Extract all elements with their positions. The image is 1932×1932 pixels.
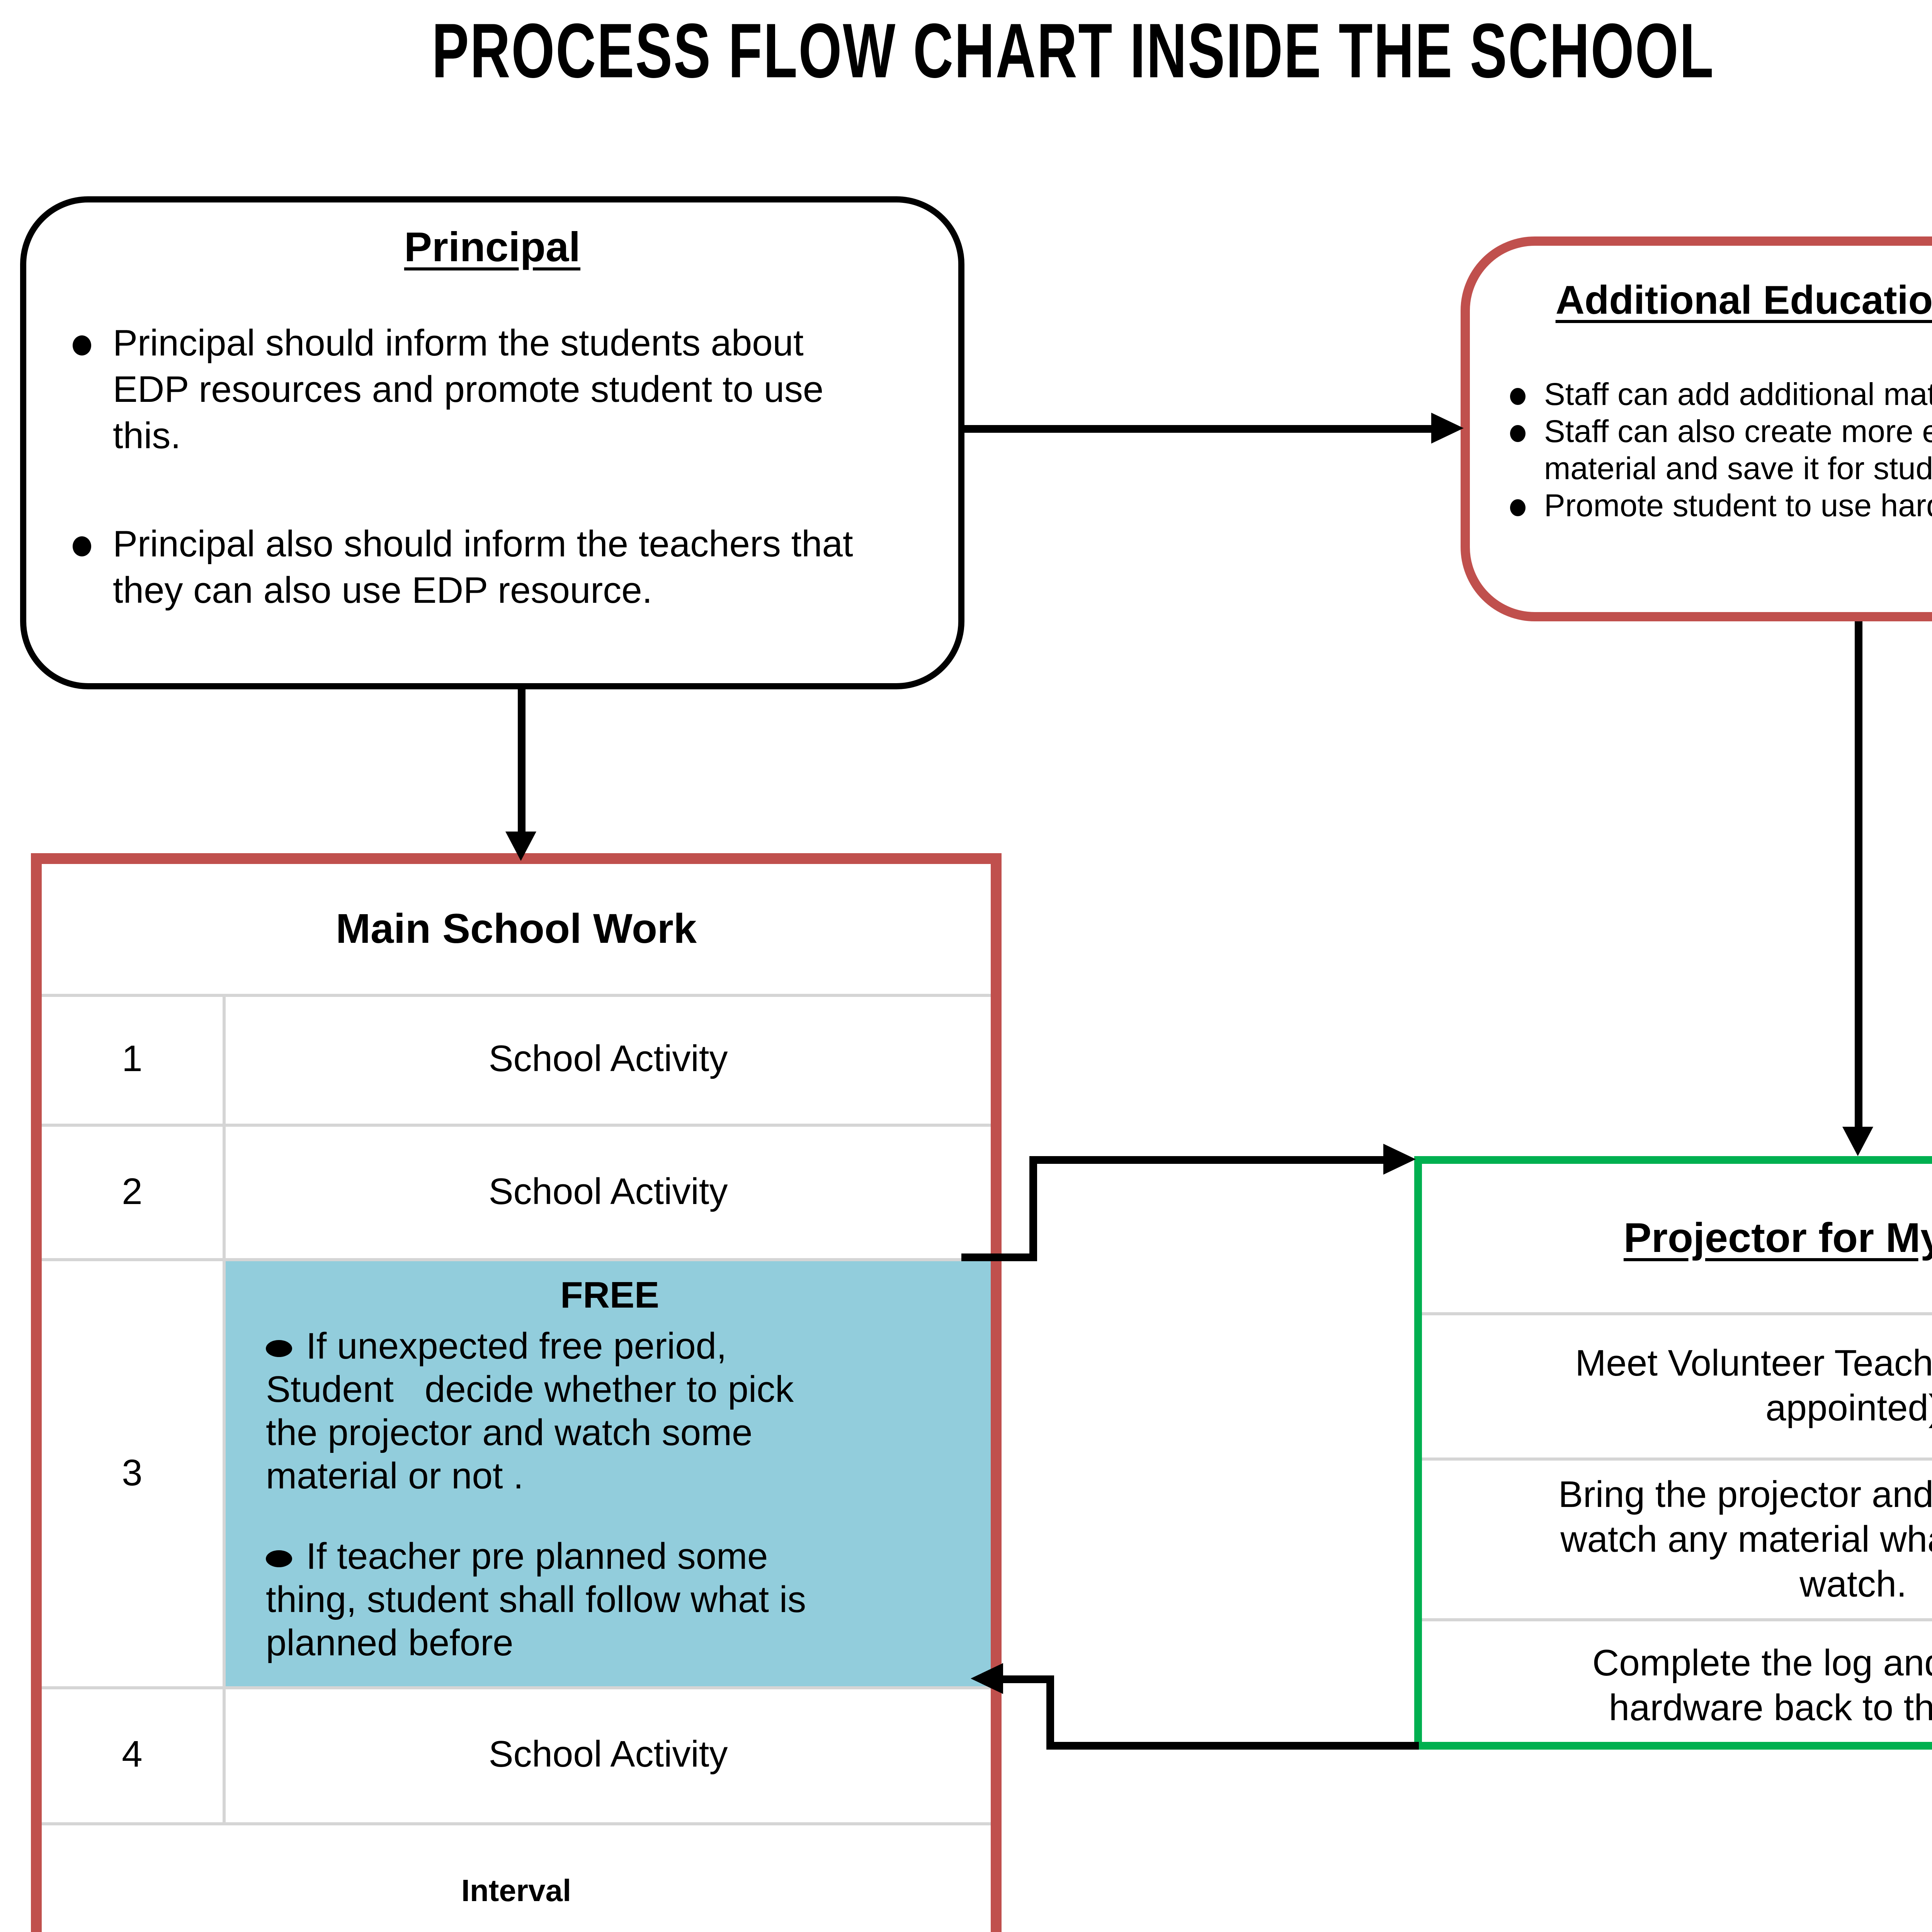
arrowhead-right-icon [1383,1144,1416,1175]
row-number: 2 [42,1127,226,1258]
free-bullet-2: If teacher pre planned some thing, stude… [247,1536,978,1666]
principal-bullet-2-text: Principal also should inform the teacher… [113,524,853,612]
connector-table-to-projector-riser [1029,1159,1037,1261]
free-period-cell: FREE If unexpected free period, Student … [226,1261,991,1686]
free-bullet-list: If unexpected free period, Student decid… [241,1326,978,1666]
row-number: 1 [42,997,226,1124]
projector-box-title: Projector for MySchool [1422,1164,1932,1312]
bullet-dot-icon [1510,388,1526,405]
principal-bullet-1-text: Principal should inform the students abo… [113,323,824,457]
principal-bullet-1: Principal should inform the students abo… [63,321,958,461]
connector-principal-to-aem [964,425,1440,433]
aem-bullet-1-text: Staff can add additional material. [1544,377,1932,413]
interval-text: Interval [461,1874,571,1908]
free-bullet-2-text: If teacher pre planned some thing, stude… [266,1536,806,1665]
principal-box-title: Principal [404,224,581,270]
table-row-4: 4 School Activity [42,1686,991,1822]
arrowhead-right-icon [1431,413,1464,444]
principal-bullet-list: Principal should inform the students abo… [26,321,958,615]
projector-step-1: Meet Volunteer Teacher (Principal appoin… [1422,1312,1932,1458]
aem-bullet-3: Promote student to use hardware. [1504,488,1932,526]
aem-bullet-2-text: Staff can also create more educational m… [1544,414,1932,487]
free-bullet-1: If unexpected free period, Student decid… [247,1326,978,1499]
bullet-dot-icon [73,335,91,355]
page-title: PROCESS FLOW CHART INSIDE THE SCHOOL [0,6,1932,96]
arrowhead-down-icon [1842,1127,1873,1156]
connector-table-to-projector-run [1029,1156,1386,1164]
free-title: FREE [560,1275,659,1317]
aem-bullet-3-text: Promote student to use hardware. [1544,488,1932,524]
row-number: 4 [42,1689,226,1822]
row-activity: School Activity [488,1039,728,1080]
arrowhead-down-icon [505,832,536,861]
bullet-dot-icon [266,1550,292,1567]
bullet-dot-icon [1510,425,1526,442]
aem-bullet-list: Staff can add additional material. Staff… [1470,377,1932,526]
table-row-3-free: 3 FREE If unexpected free period, Studen… [42,1258,991,1686]
aem-bullet-1: Staff can add additional material. [1504,377,1932,414]
additional-educational-material-box: Additional Educational Material Staff ca… [1461,236,1932,621]
projector-step-3: Complete the log and return the hardware… [1422,1618,1932,1750]
bullet-dot-icon [73,536,91,556]
principal-bullet-2: Principal also should inform the teacher… [63,522,958,615]
table-row-1: 1 School Activity [42,994,991,1124]
projector-box: Projector for MySchool Meet Volunteer Te… [1414,1156,1932,1750]
aem-bullet-2: Staff can also create more educational m… [1504,414,1932,488]
table-row-2: 2 School Activity [42,1124,991,1258]
table-header: Main School Work [42,864,991,994]
main-school-work-table: Main School Work 1 School Activity 2 Sch… [31,853,1002,1932]
projector-step-2: Bring the projector and material and wat… [1422,1458,1932,1618]
arrowhead-left-icon [971,1663,1003,1694]
projector-box-title-text: Projector for MySchool [1623,1214,1932,1260]
connector-projector-to-free-riser [1046,1679,1054,1750]
free-bullet-1-text: If unexpected free period, Student decid… [266,1326,794,1498]
row-activity: School Activity [488,1171,728,1213]
connector-table-to-projector-stub [961,1253,1037,1261]
connector-projector-to-free-run [1051,1742,1419,1750]
page-title-text: PROCESS FLOW CHART INSIDE THE SCHOOL [431,8,1714,94]
bullet-dot-icon [266,1340,292,1357]
row-activity: School Activity [488,1734,728,1776]
row-number: 3 [42,1261,226,1686]
aem-box-title: Additional Educational Material [1555,277,1932,323]
connector-aem-to-projector [1855,621,1862,1130]
table-row-interval: Interval [42,1822,991,1932]
connector-projector-to-free-stub [1002,1675,1054,1683]
principal-box: Principal Principal should inform the st… [20,196,964,689]
table-header-text: Main School Work [335,905,697,951]
connector-principal-to-table [518,689,526,835]
bullet-dot-icon [1510,499,1526,516]
